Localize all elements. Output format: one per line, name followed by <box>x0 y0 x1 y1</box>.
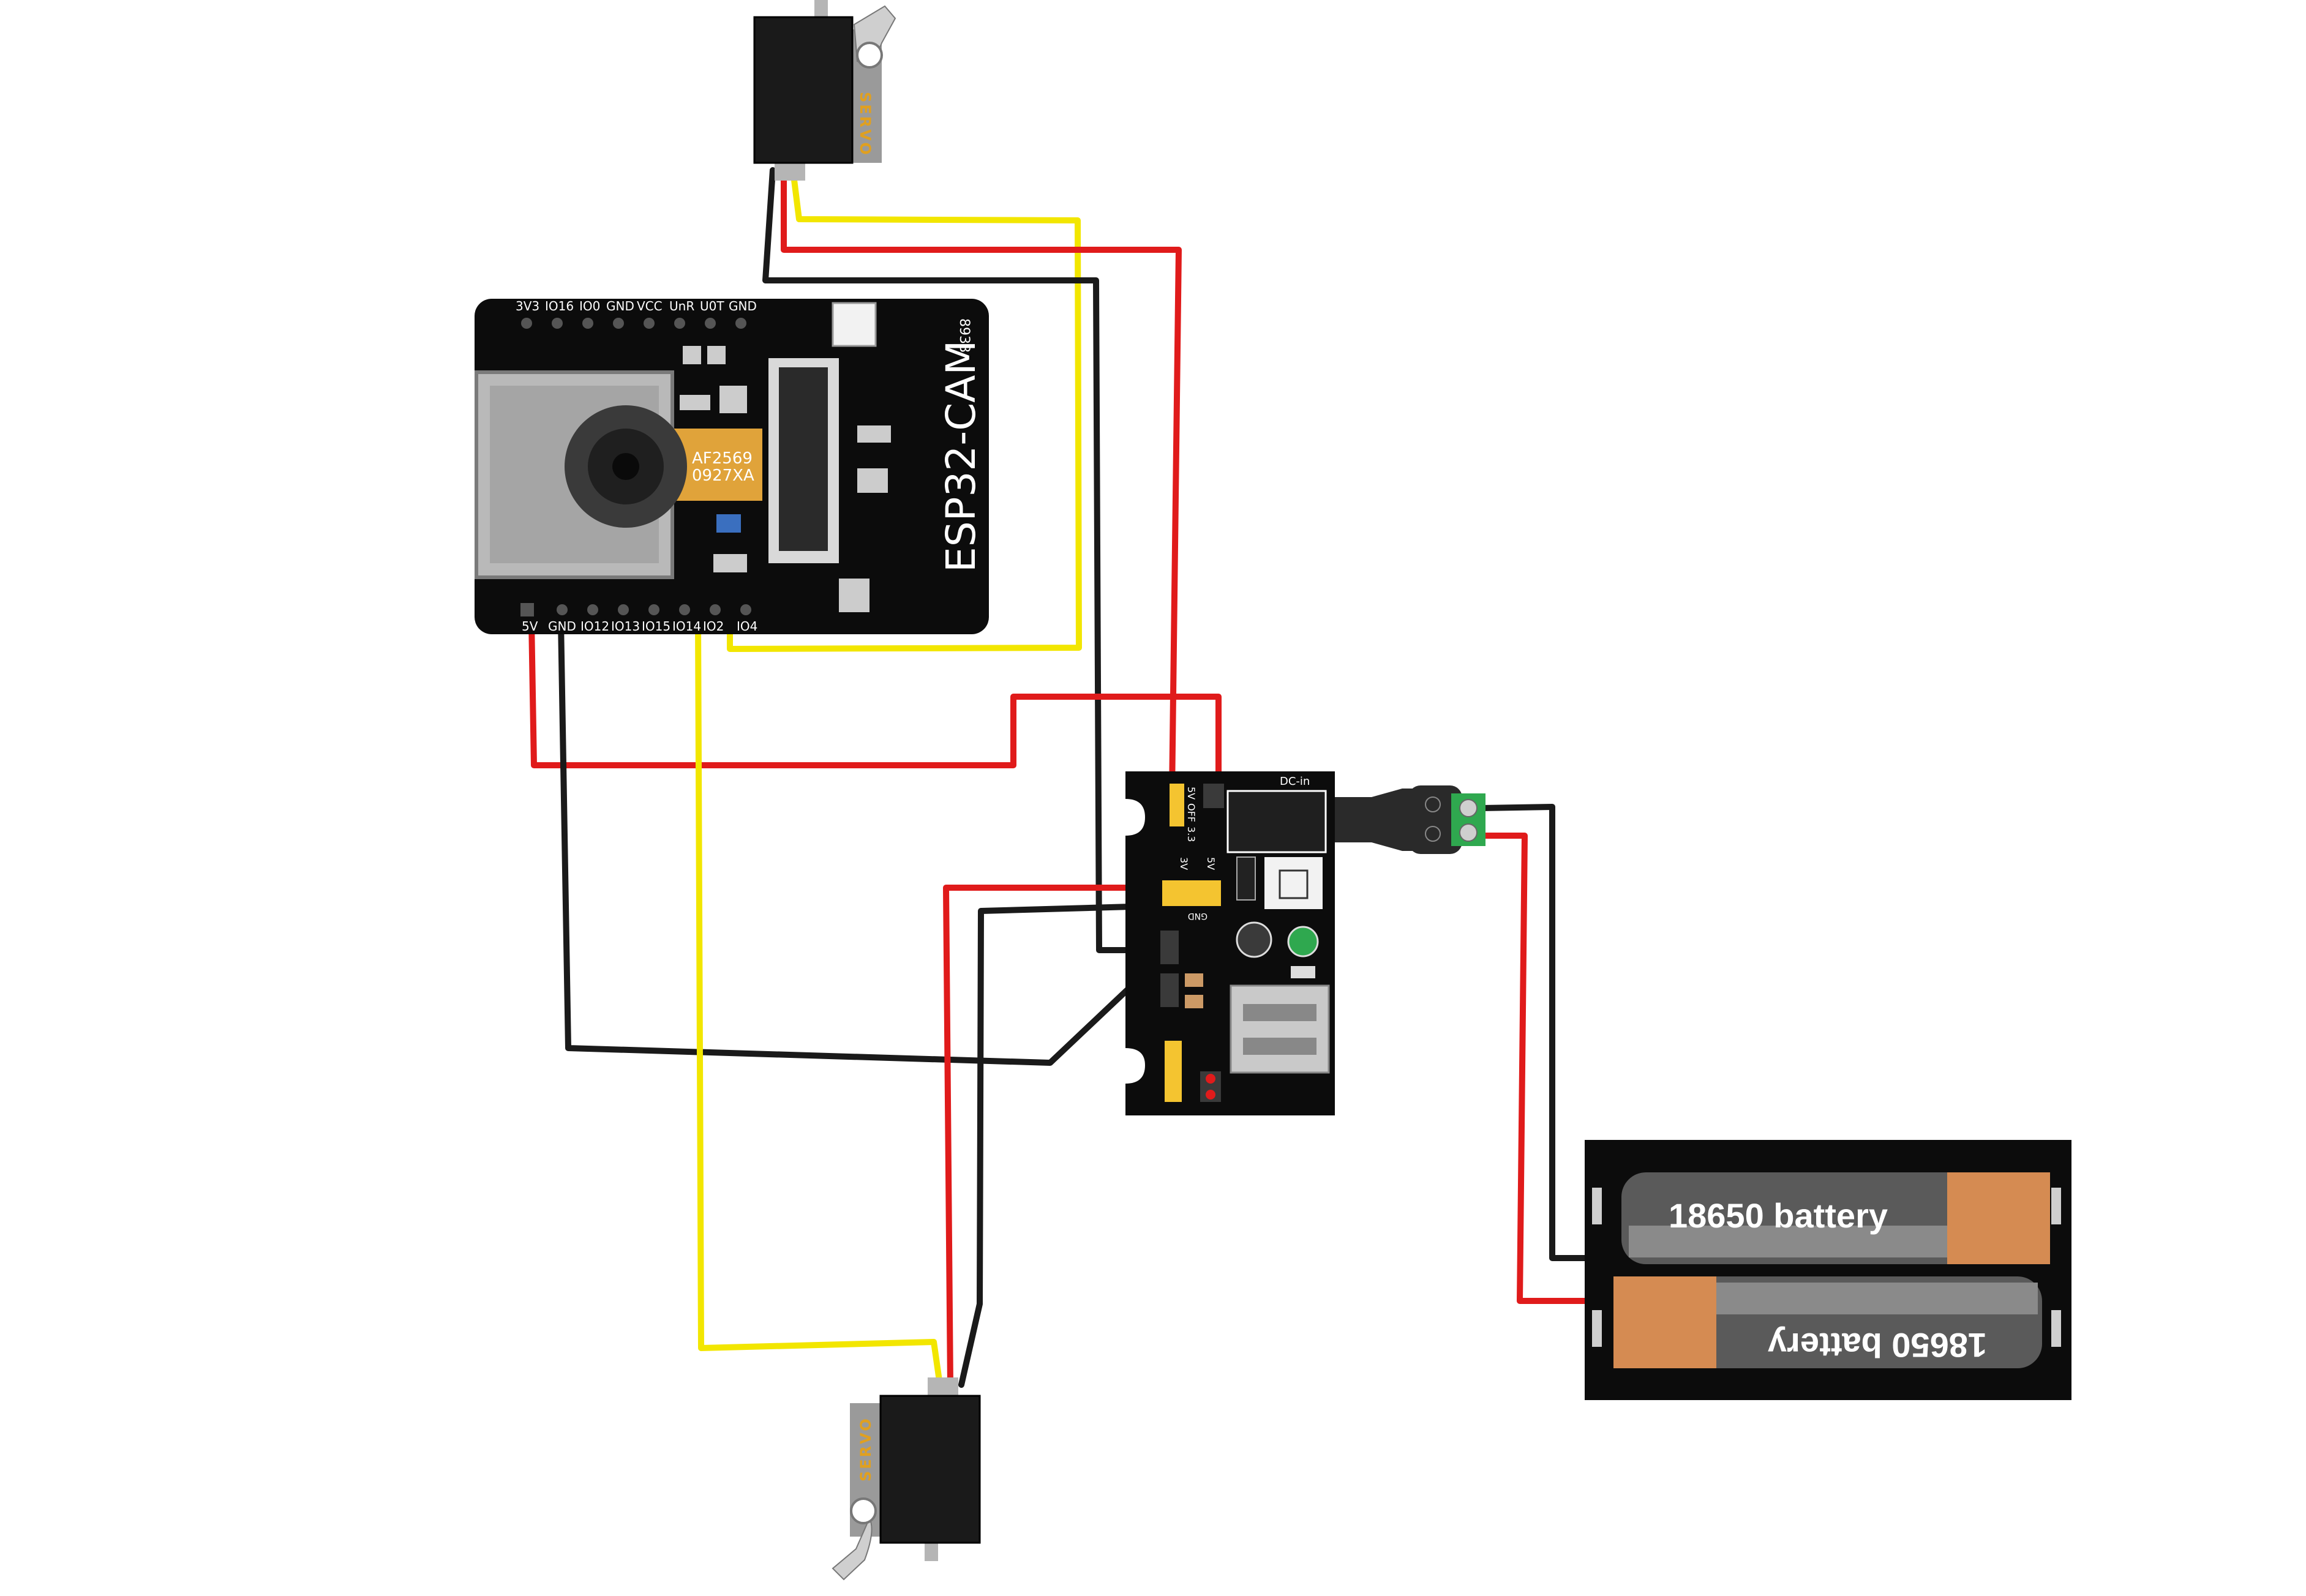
servo-shaft-icon <box>856 42 883 69</box>
pin-label: IO4 <box>737 619 757 634</box>
esp32-bottom-pin-labels: 5V GND IO12 IO13 IO15 IO14 IO2 IO4 <box>522 619 757 634</box>
power-switch <box>1264 857 1323 909</box>
pin-label: IO13 <box>611 619 640 634</box>
smd-component <box>683 346 701 364</box>
camera-marking: AF2569 <box>692 449 753 468</box>
pin-label: 3V3 <box>516 299 539 313</box>
wire-bottom-servo-ground <box>958 902 1198 1388</box>
jumper-label: OFF <box>1185 803 1197 822</box>
voltage-regulator <box>1160 931 1179 964</box>
pin-label: 5V <box>522 619 538 634</box>
fpc-connector-inner <box>779 367 828 551</box>
servo-top-label: SERVO <box>857 92 874 157</box>
jumper-output <box>1162 880 1221 906</box>
battery-cell-bottom-cap <box>1613 1276 1716 1368</box>
servo-top-mount-tab <box>814 0 828 18</box>
pin-label: GND <box>548 619 576 634</box>
battery-cell-bottom-label: 18650 battery <box>1768 1326 1987 1365</box>
servo-bottom-body <box>879 1395 981 1544</box>
wire-top-servo-signal <box>727 167 1082 652</box>
jumper-block-bottom <box>1165 1041 1182 1102</box>
battery-contact <box>2051 1310 2061 1347</box>
smd-component <box>1185 973 1203 987</box>
smd-component <box>680 395 710 410</box>
battery-holder: 18650 battery 18650 battery <box>1585 1140 2071 1400</box>
diode <box>1236 856 1256 901</box>
pin-label: IO2 <box>703 619 724 634</box>
pin-label: U0T <box>700 299 724 313</box>
camera-lens-core <box>612 453 639 480</box>
pin-label: VCC <box>637 299 663 313</box>
terminal-screw <box>1459 823 1478 842</box>
voltage-regulator <box>1160 973 1179 1007</box>
servo-bottom-label: SERVO <box>857 1417 874 1482</box>
board-id: 8938 <box>956 318 972 353</box>
pin-label: IO12 <box>580 619 609 634</box>
wire-esp32-gnd <box>558 618 1220 1066</box>
smd-component <box>1291 966 1315 978</box>
pin-label: UnR <box>669 299 694 313</box>
flash-led-icon <box>832 302 877 347</box>
servo-bottom: SERVO <box>832 1377 981 1581</box>
smd-component <box>1185 995 1203 1008</box>
pin-label: IO15 <box>642 619 670 634</box>
battery-cell-top-label: 18650 battery <box>1669 1196 1888 1235</box>
esp32-top-header <box>521 318 746 329</box>
usb-port-inner <box>1243 1004 1316 1021</box>
esp32-top-pin-labels: 3V3 IO16 IO0 GND VCC UnR U0T GND <box>516 299 757 313</box>
servo-top-body <box>753 16 854 164</box>
jumper-label: 5V <box>1185 787 1197 800</box>
terminal-screw <box>1459 799 1478 817</box>
volt-label: 3V <box>1178 857 1190 870</box>
servo-shaft-icon <box>850 1497 877 1524</box>
smd-component <box>713 554 747 572</box>
smd-component <box>719 386 747 413</box>
smd-component <box>716 514 741 533</box>
wires <box>528 167 1594 1388</box>
adapter-marking <box>1425 826 1441 842</box>
jumper-label: 3.3 <box>1185 826 1197 842</box>
battery-contact <box>1592 1188 1602 1224</box>
usb-port-icon <box>1230 984 1330 1074</box>
wire-bottom-servo-signal <box>695 618 943 1388</box>
gnd-label: GND <box>1188 911 1207 921</box>
wire-bottom-servo-power <box>943 885 1200 1388</box>
wire-battery-positive <box>1479 833 1594 1304</box>
wire-battery-negative <box>1479 804 1594 1261</box>
header-pin-block <box>1203 784 1224 808</box>
smd-component <box>857 468 888 493</box>
wire-esp32-5v <box>528 618 1222 897</box>
pin-label: IO16 <box>545 299 574 313</box>
smd-component <box>857 425 891 443</box>
jumper-block-top <box>1170 784 1184 826</box>
capacitor <box>1236 921 1272 958</box>
power-supply-module: 5V OFF 3.3 DC-in 3V 5V GND <box>1125 771 1335 1115</box>
pin-label: GND <box>606 299 634 313</box>
pin-label: GND <box>729 299 757 313</box>
dc-in-label: DC-in <box>1280 775 1310 788</box>
pin-label: IO0 <box>579 299 600 313</box>
esp32-bottom-header <box>520 603 751 616</box>
servo-top: SERVO <box>753 0 896 181</box>
dc-adapter-body <box>1408 785 1462 854</box>
volt-label: 5V <box>1205 857 1217 870</box>
battery-cell-top-cap <box>1947 1172 2050 1264</box>
battery-contact <box>1592 1310 1602 1347</box>
dc-adapter <box>1335 785 1485 854</box>
camera-code: 0927XA <box>692 466 754 485</box>
dc-plug-icon <box>1335 789 1414 851</box>
dc-jack-icon <box>1226 790 1327 853</box>
pin-label: IO14 <box>672 619 701 634</box>
smd-component <box>839 579 869 612</box>
battery-contact <box>2051 1188 2061 1224</box>
esp32-title: ESP32-CAM <box>937 340 985 572</box>
wire-top-servo-power <box>781 167 1182 896</box>
adapter-marking <box>1425 796 1441 812</box>
esp32-cam-board: 3V3 IO16 IO0 GND VCC UnR U0T GND AF2569 … <box>475 299 989 634</box>
led-icon <box>1287 926 1319 957</box>
smd-component <box>707 346 726 364</box>
power-switch-button <box>1279 869 1309 899</box>
usb-port-inner <box>1243 1038 1316 1055</box>
